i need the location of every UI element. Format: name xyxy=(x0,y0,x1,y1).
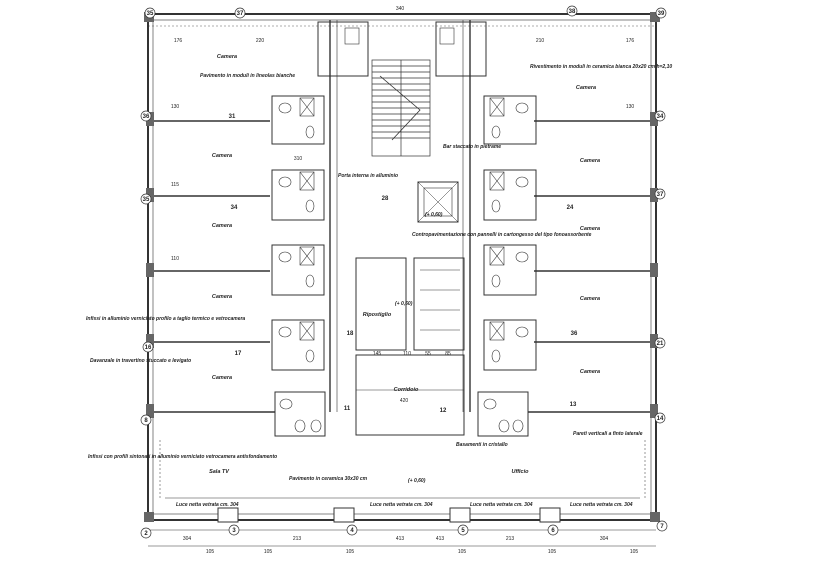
grid-label: 7 xyxy=(660,524,664,530)
note: Rivestimento in moduli in ceramica bianc… xyxy=(530,64,672,70)
grid-label: 14 xyxy=(657,416,664,422)
note: Pavimento in moduli in lineolas bianche xyxy=(200,73,295,79)
dimension: 213 xyxy=(506,536,515,542)
note: Pareti verticali a finto laterale xyxy=(573,431,643,437)
grid-label: 31 xyxy=(229,114,236,120)
dimension: 310 xyxy=(294,156,303,162)
dimension: 105 xyxy=(548,549,557,555)
grid-label: 13 xyxy=(570,402,577,408)
grid-label: 36 xyxy=(571,331,578,337)
grid-label: 6 xyxy=(551,528,555,534)
note: Basamenti in cristallo xyxy=(456,442,508,448)
note: Luce netta vetrata cm. 304 xyxy=(570,502,633,508)
dimension: 110 xyxy=(171,256,179,262)
room-label: Sala TV xyxy=(209,469,230,475)
grid-label: 5 xyxy=(461,528,465,534)
grid-label: 4 xyxy=(350,528,354,534)
room-label: Camera xyxy=(580,226,600,232)
staircase xyxy=(371,59,431,157)
dimension: 304 xyxy=(183,536,192,542)
dimension: 220 xyxy=(256,38,265,44)
room-label: Camera xyxy=(580,369,600,375)
dimension: 213 xyxy=(293,536,302,542)
grid-label: 35 xyxy=(143,197,150,203)
grid-label: 38 xyxy=(569,9,576,15)
dimension: 55 xyxy=(425,351,431,357)
note: Infissi con profili sintonati in allumin… xyxy=(88,454,277,460)
grid-label: 3 xyxy=(232,528,236,534)
dimension: 145 xyxy=(373,351,382,357)
grid-label: 21 xyxy=(657,341,664,347)
room-label: Camera xyxy=(212,375,232,381)
grid-label: 24 xyxy=(567,205,574,211)
grid-label: 34 xyxy=(231,205,238,211)
grid-label: 16 xyxy=(145,345,152,351)
grid-label: 11 xyxy=(344,406,351,412)
grid-label: 39 xyxy=(658,11,665,17)
grid-label: 37 xyxy=(237,11,244,17)
dimension: 413 xyxy=(396,536,405,542)
dimension: 85 xyxy=(445,351,451,357)
note: (+ 0,60) xyxy=(408,478,426,484)
dimension: 105 xyxy=(630,549,639,555)
room-label: Camera xyxy=(212,153,232,159)
dimension: 176 xyxy=(626,38,635,44)
dimension: 130 xyxy=(626,104,635,110)
grid-label: 36 xyxy=(143,114,150,120)
dimension: 176 xyxy=(174,38,183,44)
room-label: Camera xyxy=(576,85,596,91)
note: Contropavimentazione con pannelli in car… xyxy=(412,232,592,238)
dimension: 304 xyxy=(600,536,609,542)
inner-outline xyxy=(152,19,652,515)
room-label: Ripostiglio xyxy=(363,312,392,318)
dimension: 210 xyxy=(536,38,545,44)
grid-label: 34 xyxy=(657,114,664,120)
note: Luce netta vetrata cm. 304 xyxy=(370,502,433,508)
grid-label: 35 xyxy=(147,11,154,17)
dimension: 340 xyxy=(396,6,405,12)
note: Infissi in alluminio verniciato profilo … xyxy=(86,316,245,322)
note: Luce netta vetrata cm. 304 xyxy=(470,502,533,508)
note: Davanzale in travertino stuccato e levig… xyxy=(90,358,191,364)
dimension: 105 xyxy=(206,549,215,555)
grid-label: 18 xyxy=(347,331,354,337)
room-label: Camera xyxy=(212,294,232,300)
grid-label: 8 xyxy=(144,418,148,424)
room-label: Camera xyxy=(212,223,232,229)
note: Porta interna in alluminio xyxy=(338,173,398,179)
dimension: 413 xyxy=(436,536,445,542)
dimension: 115 xyxy=(171,182,179,188)
elevator xyxy=(417,181,459,223)
grid-label: 2 xyxy=(144,531,148,537)
dimension: 105 xyxy=(458,549,467,555)
room-label: Camera xyxy=(217,54,237,60)
room-label: Ufficio xyxy=(511,469,529,475)
dimension: 105 xyxy=(346,549,355,555)
dimension: 110 xyxy=(403,351,411,357)
grid-label: 37 xyxy=(657,192,664,198)
note: (+ 0,60) xyxy=(425,212,443,218)
room-label: Camera xyxy=(580,158,600,164)
dimension: 420 xyxy=(400,398,409,404)
note: Pavimento in ceramica 30x30 cm xyxy=(289,476,368,482)
grid-label: 28 xyxy=(382,196,389,202)
note: (+ 0,60) xyxy=(395,301,413,307)
note: Bar staccato in pietrame xyxy=(443,144,501,150)
dimension: 130 xyxy=(171,104,180,110)
room-label: Camera xyxy=(580,296,600,302)
room-label: Corridoio xyxy=(394,387,419,393)
note: Luce netta vetrata cm. 304 xyxy=(176,502,239,508)
grid-label: 12 xyxy=(440,408,447,414)
grid-label: 17 xyxy=(235,351,242,357)
dimension: 105 xyxy=(264,549,273,555)
